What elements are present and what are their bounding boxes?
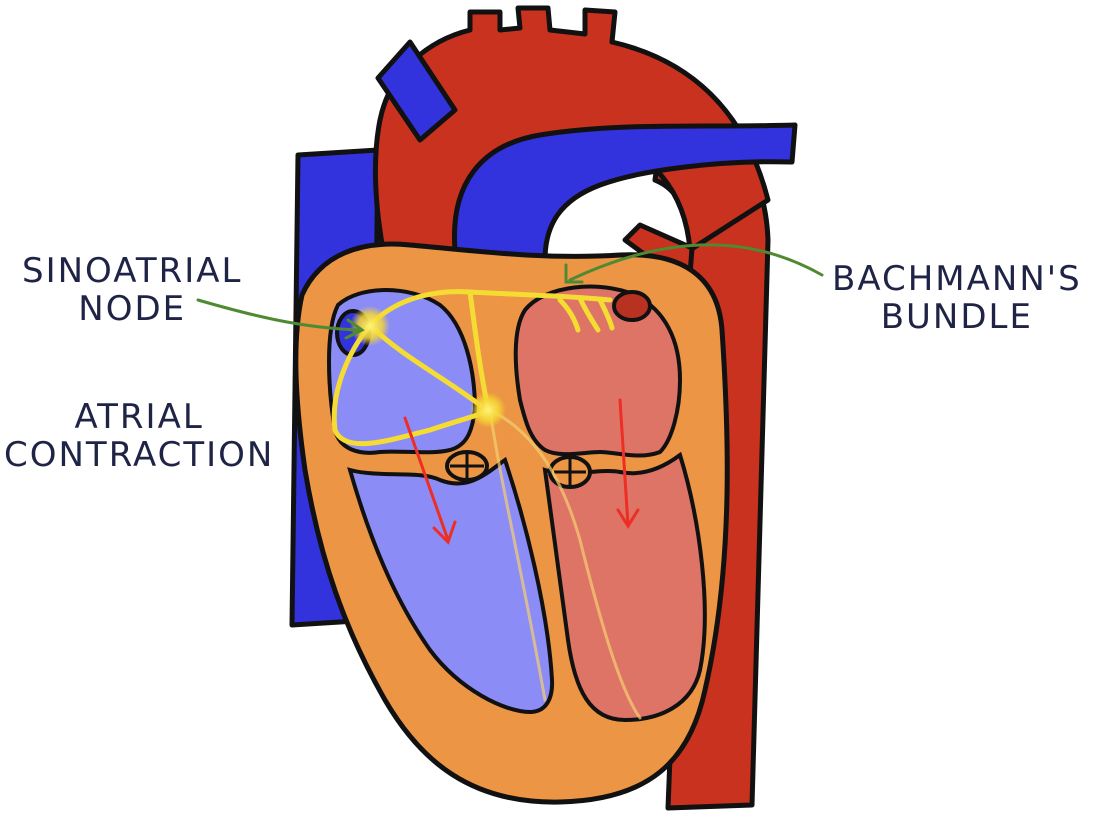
label-atrial-contraction: ATRIAL CONTRACTION bbox=[4, 398, 274, 474]
left-ventricle bbox=[542, 451, 707, 723]
label-atrial-line1: ATRIAL bbox=[74, 397, 204, 437]
left-atrium bbox=[513, 284, 683, 458]
label-bachmann-line1: BACHMANN'S bbox=[832, 259, 1082, 299]
brachiocephalic-vein bbox=[375, 39, 458, 143]
right-ventricle bbox=[347, 456, 555, 715]
pulmonary-vein-opening bbox=[612, 290, 652, 322]
av-node bbox=[470, 392, 506, 428]
mitral-valve bbox=[548, 455, 592, 489]
label-atrial-line2: CONTRACTION bbox=[4, 435, 275, 475]
label-sinoatrial-line1: SINOATRIAL bbox=[22, 251, 243, 291]
sa-node bbox=[350, 306, 390, 346]
label-sinoatrial-line2: NODE bbox=[78, 289, 187, 329]
bundle-branches bbox=[488, 408, 642, 720]
pulmonary-artery bbox=[451, 122, 798, 263]
tricuspid-valve bbox=[445, 450, 489, 482]
label-bachmanns-bundle: BACHMANN'S BUNDLE bbox=[832, 260, 1082, 336]
label-bachmann-line2: BUNDLE bbox=[880, 297, 1033, 337]
flow-arrows bbox=[403, 398, 640, 545]
label-sinoatrial-node: SINOATRIAL NODE bbox=[22, 252, 242, 328]
pointer-arrows bbox=[196, 243, 824, 340]
